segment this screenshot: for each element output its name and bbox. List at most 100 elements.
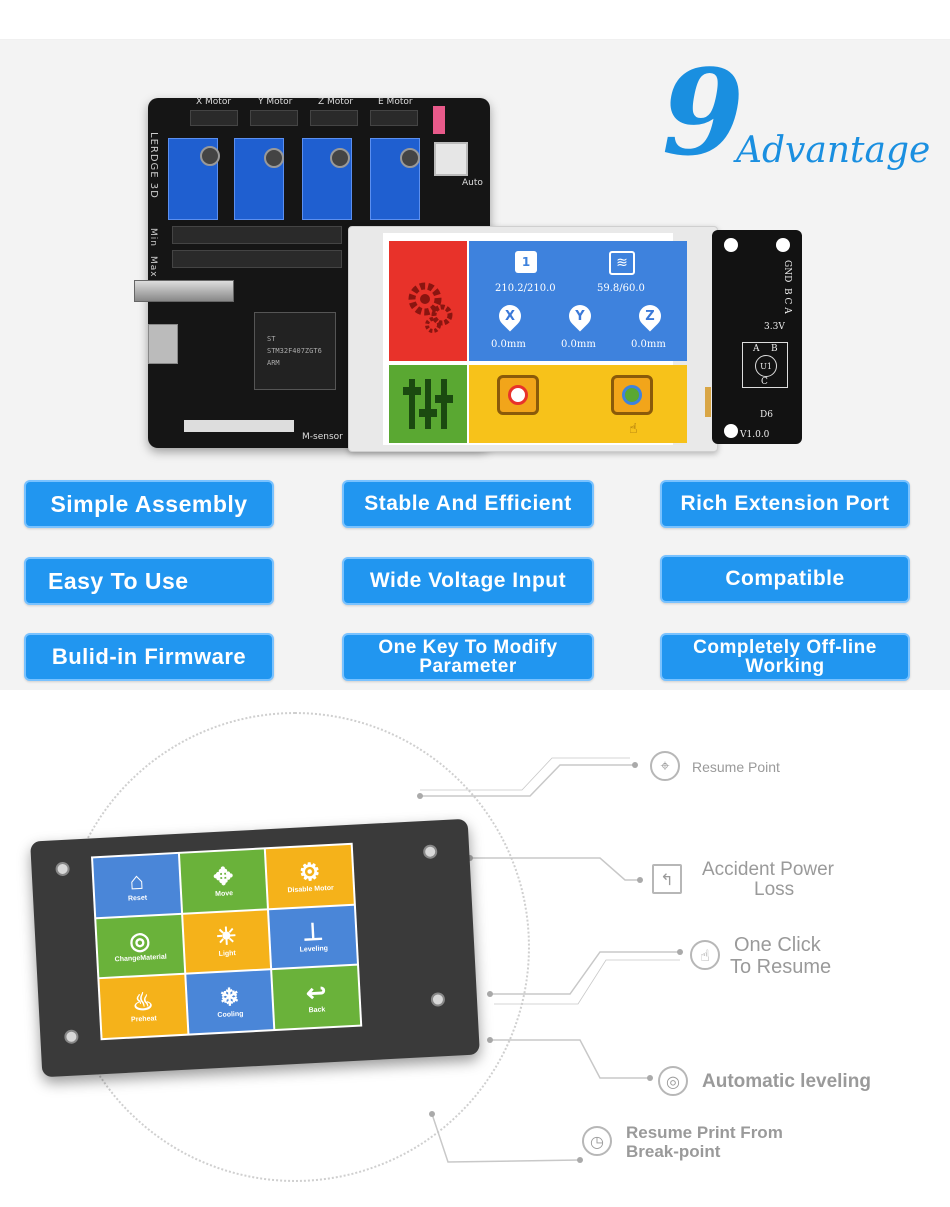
lightbulb-icon: ☀: [214, 923, 238, 952]
flex-cable: [705, 387, 711, 417]
motor-label-x: X Motor: [196, 97, 232, 107]
advantage-number: 9: [662, 43, 745, 182]
location-pin-icon: ⌖: [650, 751, 680, 781]
capacitor: [264, 148, 284, 168]
screw: [55, 861, 70, 877]
motor-connector: [370, 110, 418, 126]
lcd-screen: 1 ≋ 210.2/210.0 59.8/60.0 X Y Z 0.0mm 0.…: [383, 233, 687, 445]
device-menu-screen: ⌂Reset ✥Move ⚙Disable Motor ◎ChangeMater…: [90, 842, 363, 1041]
callout-one-click-line1: One Click: [734, 934, 821, 956]
flame-icon: ♨: [131, 988, 155, 1017]
menu-change-material[interactable]: ◎ChangeMaterial: [96, 914, 184, 978]
filament-spool-icon: ◎: [128, 927, 152, 957]
z-axis-label: Z: [645, 308, 655, 324]
min-label: Min: [148, 228, 158, 247]
touch-click-icon: ☝: [690, 940, 720, 970]
c-label: C: [761, 377, 768, 387]
mount-hole: [724, 424, 738, 438]
motor-connector: [310, 110, 358, 126]
msensor-label: M-sensor: [302, 432, 343, 442]
encoder-pcb: GND B C A 3.3V A B U1 C D6 V1.0.0: [712, 230, 802, 444]
feature-one-key-line1: One Key To Modify: [378, 637, 558, 658]
motor-label-y: Y Motor: [258, 97, 293, 107]
ribbon-connector: [184, 420, 294, 432]
menu-light[interactable]: ☀Light: [182, 909, 271, 973]
stopwatch-icon: ◷: [582, 1126, 612, 1156]
heated-bed-icon: ≋: [609, 251, 635, 275]
usb-port: [134, 280, 234, 302]
play-file-icon[interactable]: [611, 375, 653, 415]
z-axis-icon: Z: [634, 300, 666, 332]
feature-offline-line2: Working: [745, 656, 825, 677]
nozzle-icon: 1: [515, 251, 537, 273]
power-icon[interactable]: [497, 375, 539, 415]
sd-card-slot: [148, 324, 178, 364]
feature-rich-extension: Rich Extension Port: [660, 480, 910, 528]
motor-label-e: E Motor: [378, 97, 413, 107]
lcd-module: 1 ≋ 210.2/210.0 59.8/60.0 X Y Z 0.0mm 0.…: [348, 226, 718, 452]
menu-preheat[interactable]: ♨Preheat: [99, 975, 188, 1039]
motor-connector: [190, 110, 238, 126]
callout-resume-point: Resume Point: [692, 759, 780, 775]
screw: [430, 992, 446, 1007]
motor-label-z: Z Motor: [318, 97, 354, 107]
gears-icon: [408, 282, 453, 333]
mcu-brand: ST: [267, 335, 276, 343]
x-axis-value: 0.0mm: [491, 339, 526, 350]
y-axis-value: 0.0mm: [561, 339, 596, 350]
auto-label: Auto: [462, 178, 483, 188]
screw: [422, 844, 438, 860]
voltage-label: 3.3V: [764, 322, 785, 332]
menu-move[interactable]: ✥Move: [179, 849, 268, 913]
print-tile: ☝: [469, 365, 687, 443]
capacitor: [400, 148, 420, 168]
mount-hole: [776, 238, 790, 252]
status-tile: 1 ≋ 210.2/210.0 59.8/60.0 X Y Z 0.0mm 0.…: [469, 241, 687, 361]
y-axis-label: Y: [575, 308, 585, 324]
top-band: [0, 0, 950, 40]
feature-one-key-modify: One Key To Modify Parameter: [342, 633, 594, 681]
menu-back[interactable]: ↩Back: [272, 966, 361, 1030]
feature-compatible: Compatible: [660, 555, 910, 603]
chip-u1: U1: [755, 355, 777, 377]
max-label: Max: [148, 256, 158, 278]
x-axis-label: X: [504, 308, 516, 324]
callout-auto-leveling: Automatic leveling: [702, 1071, 871, 1092]
feature-builtin-firmware: Bulid-in Firmware: [24, 633, 274, 681]
feature-wide-voltage: Wide Voltage Input: [342, 557, 594, 605]
bed-temp: 59.8/60.0: [597, 283, 645, 294]
mount-hole: [724, 238, 738, 252]
callout-one-click-line2: To Resume: [730, 956, 832, 978]
d6-label: D6: [760, 410, 773, 420]
mcu-chip: ST STM32F407ZGT6 ARM: [254, 312, 336, 390]
sliders-icon: [403, 379, 453, 429]
menu-reset[interactable]: ⌂Reset: [93, 853, 181, 917]
chip-label: U1: [760, 361, 772, 371]
hand-pointer-icon: ☝: [629, 421, 638, 437]
callout-power-loss-line1: Accident Power: [702, 859, 835, 880]
menu-cooling[interactable]: ❄Cooling: [185, 970, 274, 1034]
encoder-footprint: A B U1 C: [742, 342, 788, 388]
callout-resume-break-line2: Break-point: [626, 1142, 721, 1161]
b-label: B: [771, 344, 778, 354]
version-label: V1.0.0: [740, 430, 770, 440]
capacitor: [200, 146, 220, 166]
feature-one-key-line2: Parameter: [419, 656, 517, 677]
snowflake-icon: ❄: [218, 984, 241, 1013]
adjust-tile[interactable]: [389, 365, 467, 443]
x-axis-icon: X: [494, 300, 526, 332]
capacitor: [330, 148, 350, 168]
feature-easy-to-use: Easy To Use: [24, 557, 274, 605]
menu-leveling[interactable]: ⊥Leveling: [269, 905, 357, 969]
gnd-label: GND: [782, 260, 792, 283]
endstop-connectors: [172, 250, 342, 268]
callout-lines: [417, 757, 683, 1163]
feature-stable-efficient: Stable And Efficient: [342, 480, 594, 528]
home-icon: ⌂: [128, 867, 145, 896]
power-loss-icon: ↰: [652, 864, 682, 894]
feature-simple-assembly: Simple Assembly: [24, 480, 274, 528]
brand-label: LERDGE 3D: [148, 132, 159, 199]
leveling-icon: ⊥: [301, 918, 325, 947]
settings-tile[interactable]: [389, 241, 467, 361]
menu-disable-motor[interactable]: ⚙Disable Motor: [266, 844, 354, 908]
